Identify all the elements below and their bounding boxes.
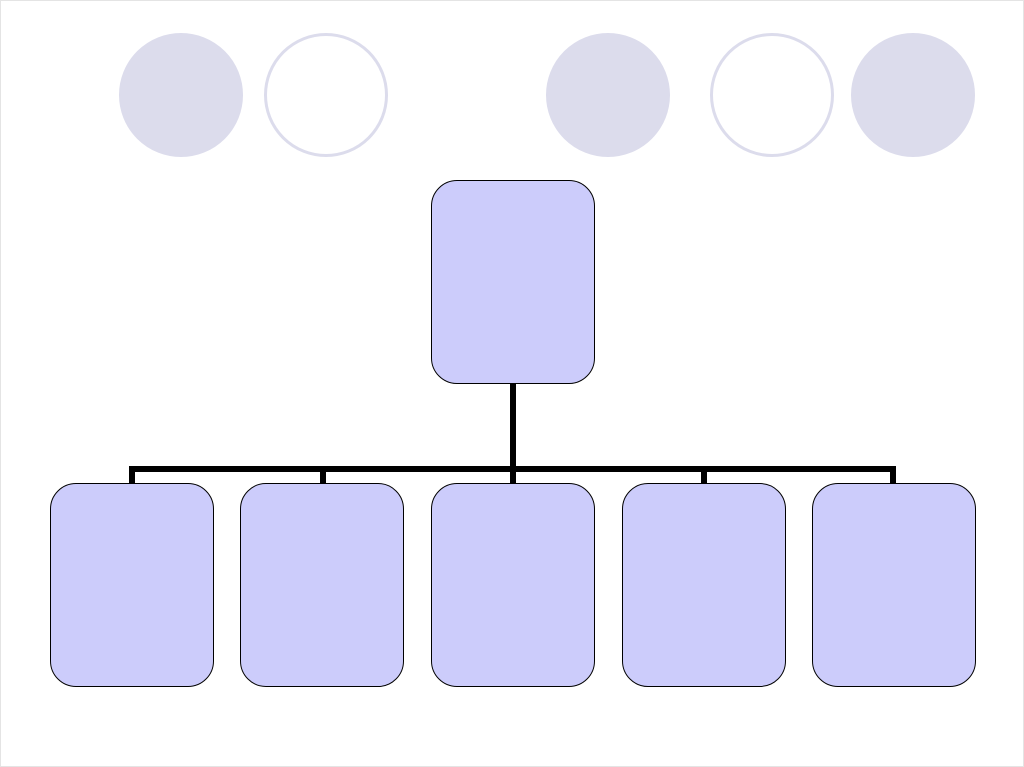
connector-drop-5	[890, 466, 896, 484]
org-node-child-2[interactable]	[240, 483, 404, 687]
connector-drop-1	[129, 466, 135, 484]
org-node-child-4[interactable]	[622, 483, 786, 687]
connector-root-trunk	[510, 383, 516, 469]
decor-circle-2	[264, 33, 388, 157]
decor-circle-3	[546, 33, 670, 157]
decor-circle-1	[119, 33, 243, 157]
decor-circle-4	[710, 33, 834, 157]
connector-drop-3	[510, 466, 516, 484]
decor-circle-5	[851, 33, 975, 157]
connector-drop-4	[701, 466, 707, 484]
org-node-child-5[interactable]	[812, 483, 976, 687]
org-node-root[interactable]	[431, 180, 595, 384]
org-node-child-1[interactable]	[50, 483, 214, 687]
connector-drop-2	[320, 466, 326, 484]
org-node-child-3[interactable]	[431, 483, 595, 687]
